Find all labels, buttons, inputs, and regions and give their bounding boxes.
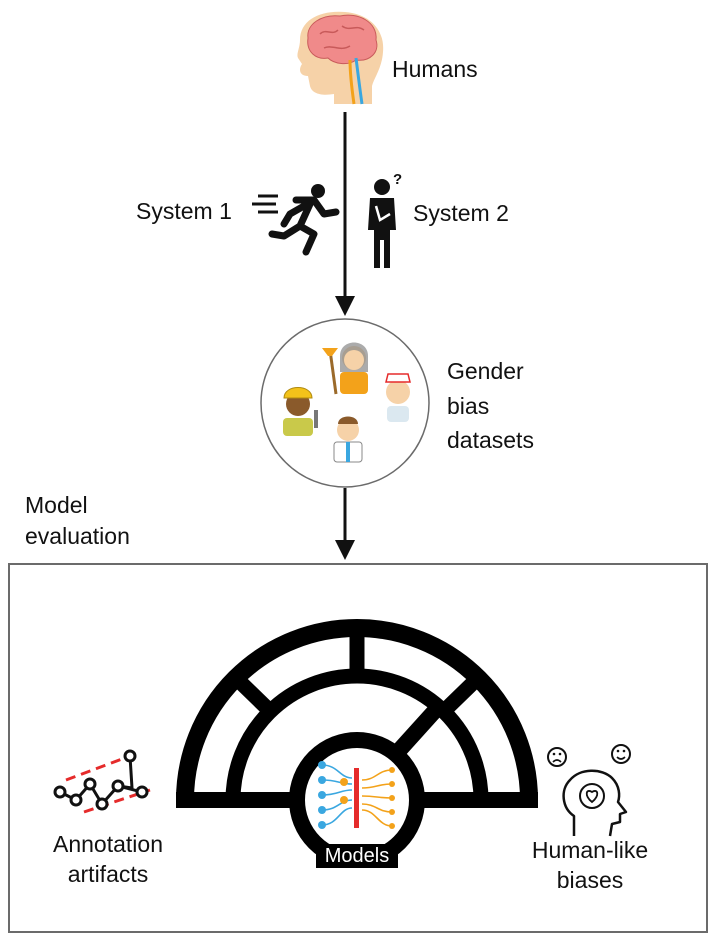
model-evaluation-box <box>8 563 708 933</box>
gender-bias-label-3: datasets <box>447 427 534 453</box>
models-label: Models <box>316 844 398 868</box>
human-like-label-1: Human-like <box>531 837 649 863</box>
model-evaluation-label-1: Model <box>25 492 88 518</box>
annotation-label-1: Annotation <box>53 831 163 857</box>
system2-label: System 2 <box>413 200 509 226</box>
gender-bias-label-1: Gender <box>447 358 524 384</box>
system1-label: System 1 <box>136 198 232 224</box>
model-evaluation-label-2: evaluation <box>25 523 130 549</box>
svg-text:?: ? <box>393 171 402 188</box>
annotation-label-2: artifacts <box>67 861 149 887</box>
gender-bias-label-2: bias <box>447 393 490 419</box>
humans-label: Humans <box>392 56 478 82</box>
human-like-label-2: biases <box>556 867 624 893</box>
